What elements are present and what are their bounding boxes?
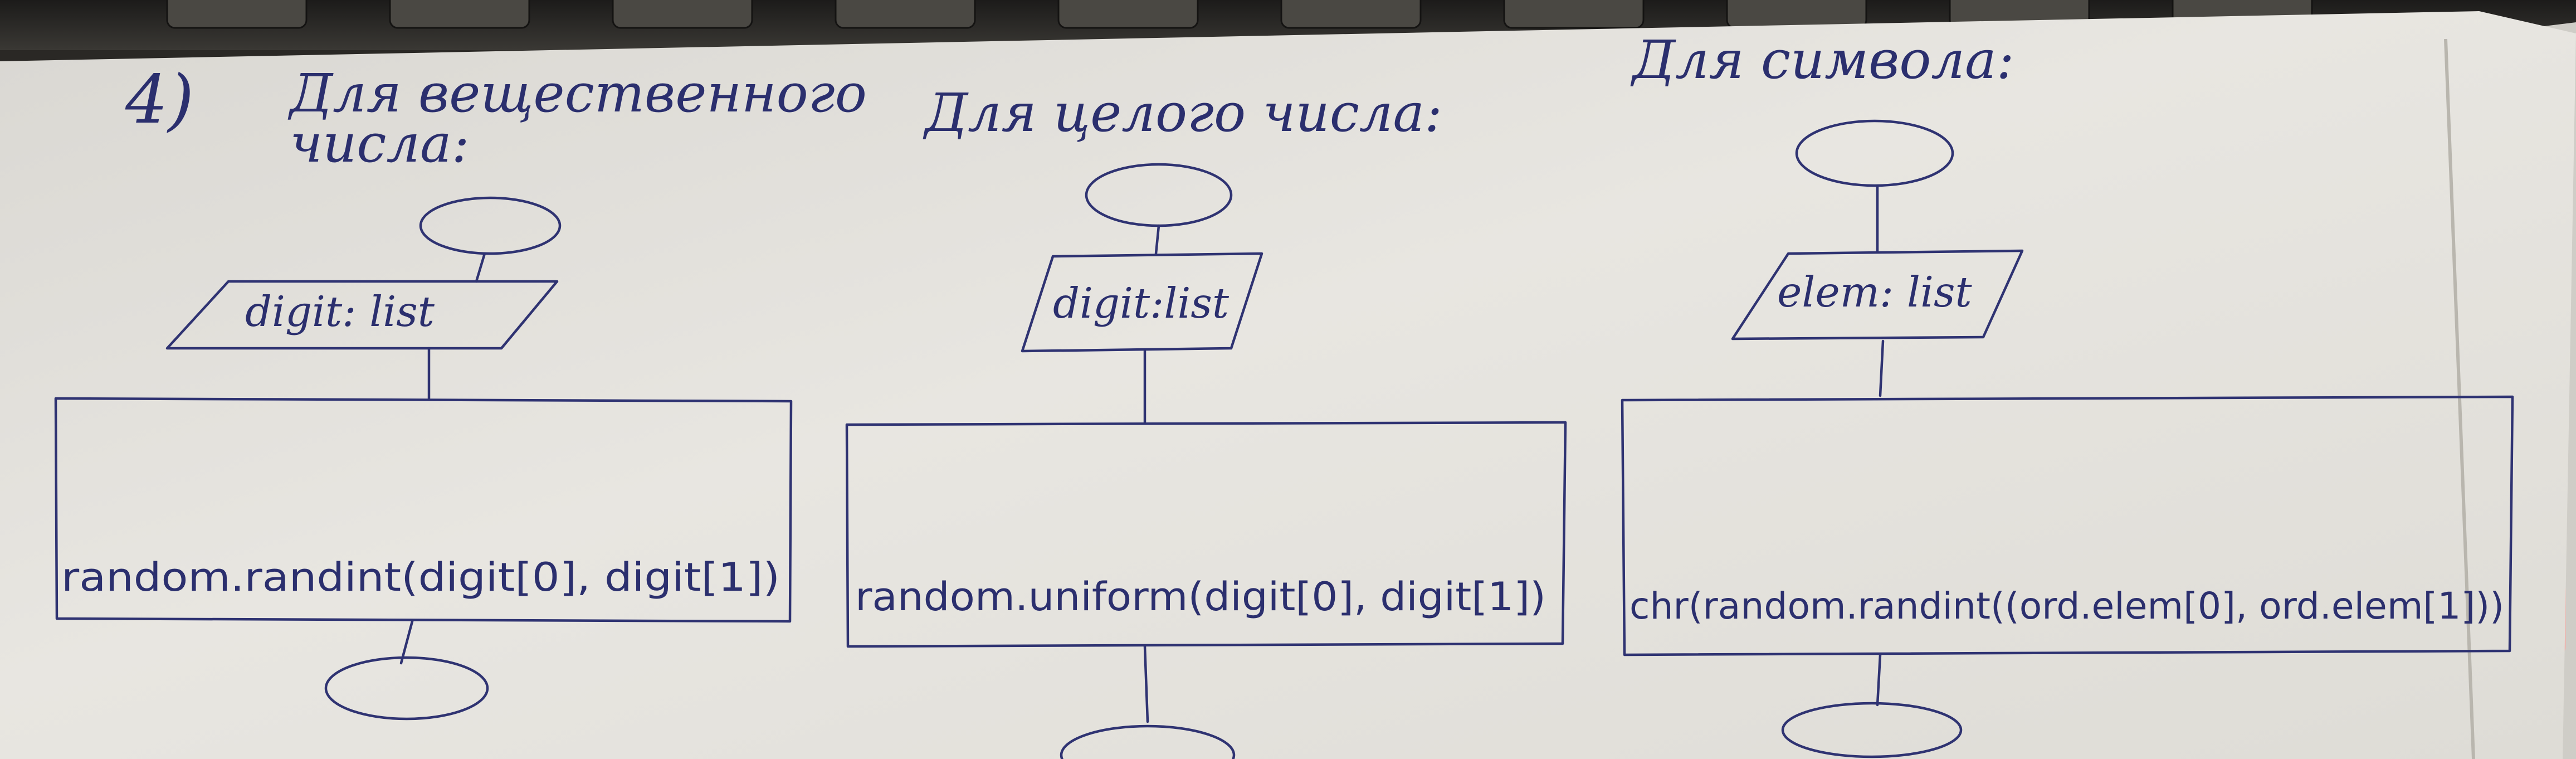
- input-parameter: digit:list: [1053, 279, 1230, 328]
- connector-line: [1154, 224, 1160, 255]
- process-rectangle: [54, 397, 793, 623]
- input-parameter: elem: list: [1777, 267, 1972, 317]
- process-statement: chr(random.randint((ord.elem[0], ord.ele…: [1629, 585, 2504, 627]
- flowchart-integer: Для целого числа: digit:list random.unif…: [845, 82, 1567, 759]
- connector-line: [1879, 339, 1885, 397]
- connector-line: [1876, 653, 1882, 707]
- connector-line: [399, 620, 414, 665]
- paper-edge: [2444, 38, 2475, 759]
- connector-line: [475, 252, 486, 283]
- process-rectangle: [845, 421, 1567, 648]
- start-terminator: [419, 196, 562, 255]
- input-parallelogram: [165, 280, 559, 350]
- flowchart-real-number: Для вещественного числа: digit: list ran…: [54, 63, 867, 721]
- input-parameter: digit: list: [245, 287, 435, 336]
- notebook-paper: [0, 11, 2576, 759]
- start-terminator: [1795, 119, 1954, 187]
- flowchart-heading: Для символа:: [1630, 30, 2014, 91]
- end-terminator: [1060, 724, 1236, 759]
- flowchart-heading-line1: Для вещественного: [287, 63, 867, 124]
- flowchart-heading: Для целого числа:: [923, 82, 1442, 144]
- input-parallelogram: [1731, 249, 2024, 340]
- item-number: 4): [125, 61, 194, 139]
- end-terminator: [324, 656, 489, 721]
- process-statement: random.uniform(digit[0], digit[1]): [855, 574, 1546, 620]
- flowchart-character: Для символа: elem: list chr(random.randi…: [1621, 30, 2514, 758]
- flowchart-heading-line2: числа:: [290, 113, 470, 174]
- process-rectangle: [1621, 395, 2514, 656]
- end-terminator: [1781, 702, 1963, 758]
- process-statement: random.randint(digit[0], digit[1]): [61, 554, 780, 600]
- connector-line: [1143, 645, 1149, 723]
- input-parallelogram: [1021, 252, 1263, 353]
